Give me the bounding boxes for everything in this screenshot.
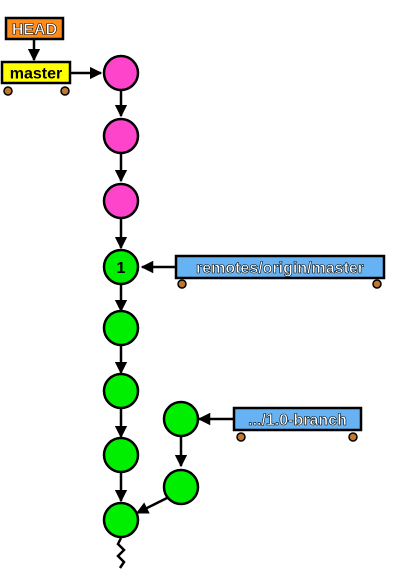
remote-master-label: remotes/origin/master <box>196 260 364 277</box>
commit-node <box>102 436 140 474</box>
commit-edges <box>114 90 188 569</box>
branch-wheel-right <box>348 432 358 442</box>
commit-node <box>102 182 140 220</box>
commit-node <box>102 54 140 92</box>
branch-wheel-left <box>236 432 246 442</box>
history-continues-squiggle <box>116 537 126 569</box>
master-ref: master <box>0 60 72 96</box>
commit-node <box>102 501 140 539</box>
master-wheel-left <box>3 86 13 96</box>
commit-node <box>162 400 200 438</box>
master-label: master <box>10 66 62 83</box>
remote-master-wheel-right <box>372 279 382 289</box>
commit-node <box>102 117 140 155</box>
commit-node <box>102 248 140 286</box>
master-wheel-right <box>60 86 70 96</box>
commit-node <box>102 309 140 347</box>
branch-ref: .../1.0-branch <box>232 406 363 442</box>
commits <box>102 54 200 539</box>
edge-b2-c5 <box>135 495 170 515</box>
commit-marker-label: 1 <box>117 260 126 277</box>
branch-label: .../1.0-branch <box>248 412 347 429</box>
commit-node <box>102 372 140 410</box>
commit-node <box>162 468 200 506</box>
remote-master-ref: remotes/origin/master <box>174 254 386 289</box>
head-ref: HEAD <box>4 16 65 41</box>
remote-master-wheel-left <box>177 279 187 289</box>
head-label: HEAD <box>12 22 57 39</box>
